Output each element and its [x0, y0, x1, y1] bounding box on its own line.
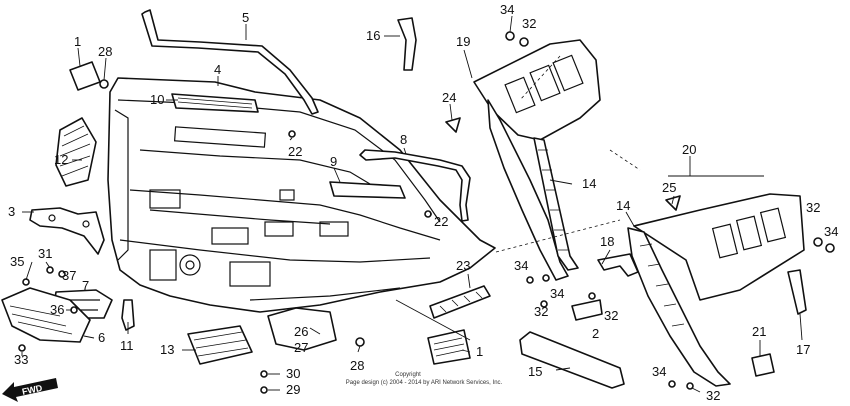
- part-21-hinge: [751, 353, 775, 377]
- callout-26: 26: [294, 324, 308, 339]
- callout-13: 13: [160, 342, 174, 357]
- callout-32d: 32: [604, 308, 618, 323]
- callout-15: 15: [528, 364, 542, 379]
- callout-10: 10: [150, 92, 164, 107]
- part-14b-right-panel: [627, 227, 731, 387]
- callout-36: 36: [50, 302, 64, 317]
- callout-14: 14: [582, 176, 596, 191]
- callout-29: 29: [286, 382, 300, 397]
- callout-20: 20: [682, 142, 696, 157]
- main-fairing: [107, 77, 496, 313]
- leader-lines: [21, 15, 803, 393]
- part-15-strip: [519, 331, 625, 389]
- part-10-lens: [171, 93, 259, 113]
- callout-37: 37: [62, 268, 76, 283]
- callout-25: 25: [662, 180, 676, 195]
- part-8-trim: [359, 149, 471, 222]
- part-9-lens: [329, 181, 406, 199]
- part-6-lower-panel: [1, 287, 91, 343]
- callout-7: 7: [82, 278, 89, 293]
- callout-2: 2: [592, 326, 599, 341]
- callout-33: 33: [14, 352, 28, 367]
- part-20-right-inner-panel: [633, 193, 805, 301]
- fwd-label: FWD: [21, 383, 44, 397]
- part-16-bracket: [397, 17, 417, 71]
- forward-arrow-icon: FWD: [2, 378, 58, 402]
- copyright-line-2: Page design (c) 2004 - 2014 by ARI Netwo…: [346, 380, 503, 386]
- part-23-strip: [429, 285, 491, 319]
- callout-32: 32: [522, 16, 536, 31]
- callout-1b: 1: [476, 344, 483, 359]
- callout-6: 6: [98, 330, 105, 345]
- part-24-sticker: [445, 117, 461, 133]
- callout-34: 34: [500, 2, 514, 17]
- callout-32e: 32: [706, 388, 720, 403]
- part-17-bracket: [787, 269, 807, 315]
- callout-17: 17: [796, 342, 810, 357]
- callout-27: 27: [294, 340, 308, 355]
- callout-18: 18: [600, 234, 614, 249]
- callout-28b: 28: [350, 358, 364, 373]
- part-18-bracket: [597, 253, 639, 277]
- callout-21: 21: [752, 324, 766, 339]
- part-5-trim: [141, 9, 319, 115]
- callout-11: 11: [120, 338, 134, 353]
- part-13-grille: [187, 325, 253, 365]
- callout-14b: 14: [616, 198, 630, 213]
- callout-22: 22: [288, 144, 302, 159]
- callout-12: 12: [54, 152, 68, 167]
- callout-34c: 34: [514, 258, 528, 273]
- part-2-clip: [571, 299, 603, 321]
- callout-22b: 22: [434, 214, 448, 229]
- callout-30: 30: [286, 366, 300, 381]
- fasteners: [18, 31, 835, 394]
- callout-4: 4: [214, 62, 221, 77]
- callout-19: 19: [456, 34, 470, 49]
- callout-31: 31: [38, 246, 52, 261]
- callout-16: 16: [366, 28, 380, 43]
- callout-34e: 34: [652, 364, 666, 379]
- callout-34d: 34: [550, 286, 564, 301]
- callout-labels: 1 28 5 4 10 16 34 32 19 24 12 22 8 9 3 2…: [8, 2, 838, 403]
- callout-9: 9: [330, 154, 337, 169]
- callout-5: 5: [242, 10, 249, 25]
- callout-23: 23: [456, 258, 470, 273]
- callout-28: 28: [98, 44, 112, 59]
- callout-32c: 32: [534, 304, 548, 319]
- part-3-bracket: [29, 207, 105, 255]
- callout-8: 8: [400, 132, 407, 147]
- part-25-sticker: [665, 195, 681, 211]
- part-1-emblem: [69, 61, 101, 91]
- callout-3: 3: [8, 204, 15, 219]
- part-14-side-panel: [487, 99, 569, 281]
- callout-35: 35: [10, 254, 24, 269]
- part-11-clip: [121, 299, 135, 331]
- callout-32b: 32: [806, 200, 820, 215]
- callout-1: 1: [74, 34, 81, 49]
- copyright-line-1: Copyright: [395, 372, 421, 378]
- part-27-cover: [267, 307, 337, 351]
- callout-24: 24: [442, 90, 456, 105]
- callout-34b: 34: [824, 224, 838, 239]
